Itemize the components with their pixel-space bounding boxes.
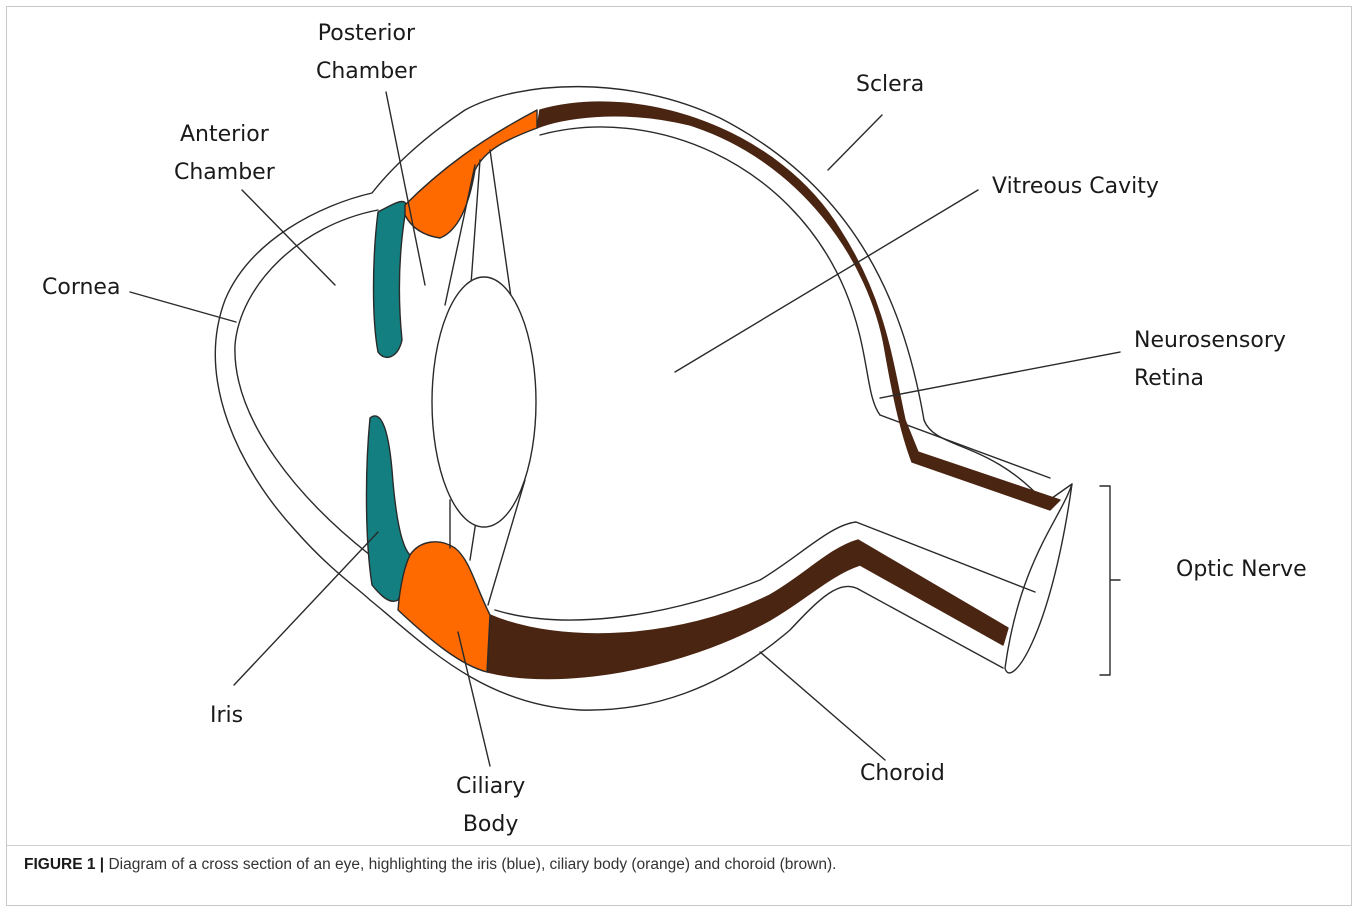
- label-sclera: Sclera: [856, 66, 924, 104]
- lens: [432, 277, 536, 527]
- ciliary-body-upper: [405, 110, 537, 238]
- caption-divider: [7, 845, 1352, 846]
- label-posterior-chamber: Posterior Chamber: [316, 15, 417, 91]
- figure-caption: FIGURE 1 | Diagram of a cross section of…: [24, 856, 836, 874]
- leader-neurosensory-retina: [880, 352, 1120, 398]
- label-vitreous-cavity: Vitreous Cavity: [992, 168, 1159, 206]
- leader-iris: [234, 532, 378, 685]
- choroid-lower: [487, 540, 1008, 679]
- label-anterior-chamber: Anterior Chamber: [174, 116, 275, 192]
- label-neurosensory-retina: Neurosensory Retina: [1134, 322, 1286, 398]
- label-optic-nerve: Optic Nerve: [1176, 551, 1307, 589]
- cornea-inner-outline: [235, 210, 378, 555]
- sclera-outer-outline: [215, 87, 1072, 711]
- label-choroid: Choroid: [860, 755, 945, 793]
- figure-number: FIGURE 1 |: [24, 856, 104, 873]
- optic-nerve-bracket: [1100, 486, 1120, 675]
- label-iris: Iris: [210, 697, 243, 735]
- retina-inner-outline: [540, 127, 880, 415]
- leader-sclera: [828, 115, 882, 170]
- iris-upper: [374, 201, 407, 357]
- ciliary-body-lower: [398, 542, 490, 672]
- choroid-upper: [537, 102, 1060, 510]
- optic-nerve-end: [1005, 484, 1072, 673]
- caption-text: Diagram of a cross section of an eye, hi…: [104, 856, 836, 873]
- label-ciliary-body: Ciliary Body: [456, 768, 525, 844]
- leader-cornea: [130, 292, 236, 322]
- leader-anterior-chamber: [242, 190, 335, 285]
- leader-choroid: [760, 652, 885, 760]
- label-cornea: Cornea: [42, 269, 120, 307]
